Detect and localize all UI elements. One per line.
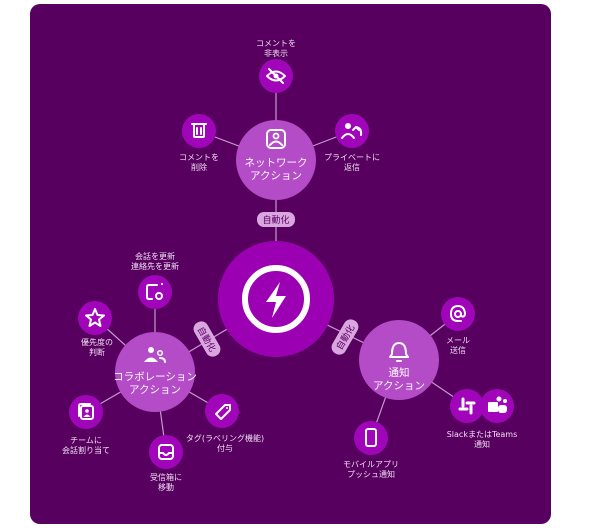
svg-text:非表示: 非表示 — [264, 48, 288, 58]
action-send-email: メール 送信 — [441, 297, 475, 355]
svg-text:コメントを: コメントを — [179, 153, 219, 162]
collaboration-actions-node: コラボレーション アクション — [113, 332, 197, 412]
bell-icon — [389, 342, 409, 362]
svg-text:プライベートに: プライベートに — [324, 153, 380, 162]
action-assign-team: チームに 会話割り当て — [62, 395, 110, 455]
svg-text:アクション: アクション — [373, 380, 425, 392]
mobile-icon — [365, 428, 377, 447]
svg-text:優先度の: 優先度の — [81, 337, 113, 347]
svg-text:コラボレーション: コラボレーション — [113, 371, 197, 383]
assign-icon — [78, 403, 94, 420]
svg-text:コメントを: コメントを — [256, 39, 296, 48]
svg-text:SlackまたはTeams: SlackまたはTeams — [447, 430, 518, 439]
svg-text:メール: メール — [446, 336, 470, 345]
trash-icon — [191, 123, 207, 138]
action-hide-comment: コメントを 非表示 — [256, 39, 296, 93]
action-private-reply: プライベートに 返信 — [324, 114, 380, 172]
svg-text:自動化: 自動化 — [262, 214, 289, 226]
svg-text:タグ(ラベリング機能): タグ(ラベリング機能) — [186, 433, 264, 443]
svg-text:通知: 通知 — [474, 439, 490, 449]
svg-text:連絡先を更新: 連絡先を更新 — [131, 261, 179, 271]
svg-text:アクション: アクション — [250, 170, 302, 182]
automation-pill-collaboration: 自動化 — [193, 321, 221, 357]
svg-text:会話を更新: 会話を更新 — [135, 251, 175, 261]
tag-icon — [215, 404, 231, 420]
svg-text:プッシュ通知: プッシュ通知 — [347, 469, 395, 479]
settings-icon — [146, 283, 163, 300]
action-slack-teams: SlackまたはTeams 通知 — [447, 389, 518, 449]
automation-hub — [218, 241, 334, 357]
svg-text:判断: 判断 — [89, 347, 105, 357]
action-mobile-push: モバイルアプリ プッシュ通知 — [343, 421, 399, 479]
svg-text:付与: 付与 — [217, 443, 233, 453]
svg-text:通知: 通知 — [389, 366, 410, 379]
svg-text:モバイルアプリ: モバイルアプリ — [343, 460, 399, 469]
svg-text:会話割り当て: 会話割り当て — [62, 445, 110, 455]
action-add-tag: タグ(ラベリング機能) 付与 — [186, 394, 264, 453]
action-update-conversation: 会話を更新 連絡先を更新 — [131, 251, 179, 309]
svg-text:ネットワーク: ネットワーク — [245, 157, 308, 169]
svg-text:移動: 移動 — [158, 482, 174, 492]
users-icon — [144, 347, 166, 363]
eye-off-icon — [266, 68, 286, 84]
star-icon — [85, 308, 105, 327]
svg-text:削除: 削除 — [191, 162, 207, 172]
network-icon — [266, 129, 286, 149]
network-actions-node: ネットワーク アクション — [236, 120, 316, 200]
inbox-icon — [158, 444, 174, 460]
reply-icon — [341, 123, 363, 139]
at-icon — [450, 305, 466, 322]
notification-actions-node: 通知 アクション — [359, 320, 439, 400]
action-priority: 優先度の 判断 — [78, 301, 113, 357]
automation-pill-notification: 自動化 — [331, 319, 359, 355]
lightning-icon — [266, 282, 286, 318]
teams-icon — [488, 396, 507, 413]
svg-text:チームに: チームに — [70, 436, 102, 445]
svg-text:返信: 返信 — [344, 162, 360, 172]
svg-text:受信箱に: 受信箱に — [150, 472, 182, 482]
svg-text:送信: 送信 — [450, 345, 466, 355]
svg-text:アクション: アクション — [129, 384, 181, 396]
automation-pill-network: 自動化 — [257, 212, 295, 227]
action-delete-comment: コメントを 削除 — [179, 114, 219, 172]
slack-icon — [458, 397, 476, 415]
action-move-inbox: 受信箱に 移動 — [149, 435, 183, 492]
